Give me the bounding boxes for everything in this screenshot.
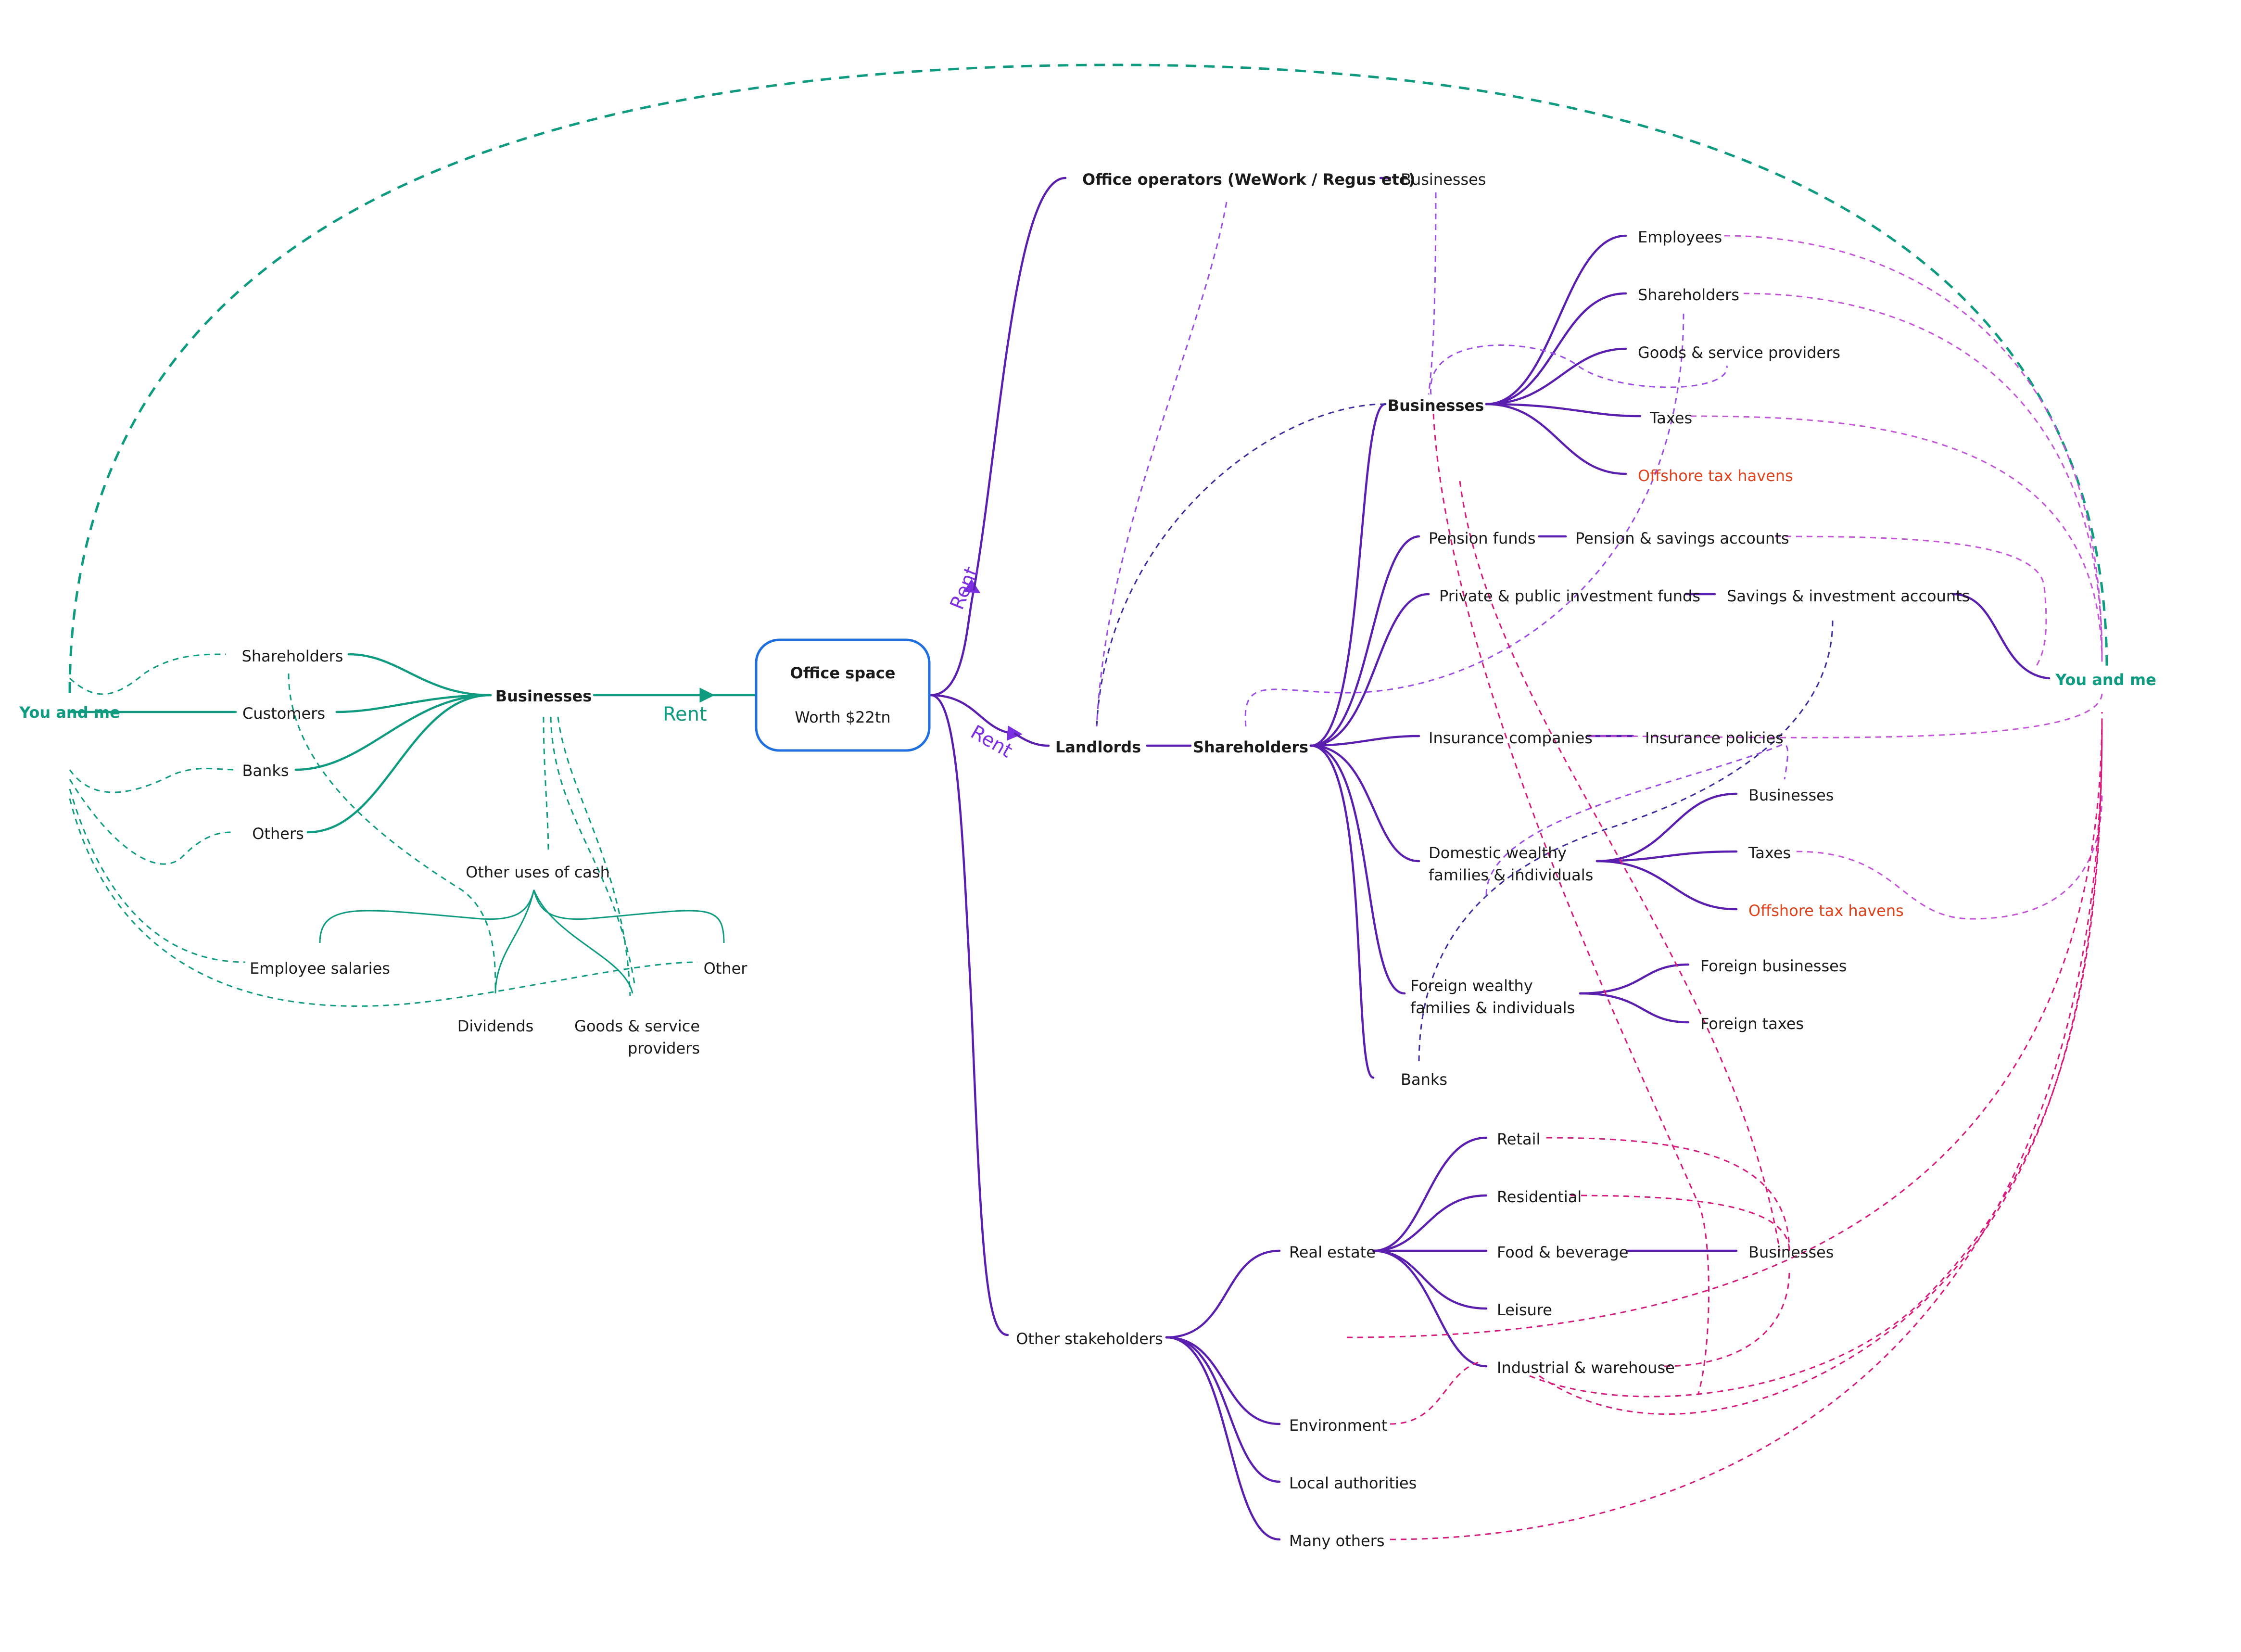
investment-funds[interactable]: Private & public investment funds [1439,587,1700,605]
office-operators[interactable]: Office operators (WeWork / Regus etc) [1082,170,1415,189]
office-space-subtitle: Worth $22tn [795,708,890,726]
landlord-shareholders[interactable]: Shareholders [1193,738,1308,756]
environment[interactable]: Environment [1289,1416,1387,1435]
real-estate[interactable]: Real estate [1289,1243,1376,1261]
left-shareholders[interactable]: Shareholders [242,647,343,665]
leisure[interactable]: Leisure [1497,1301,1552,1319]
residential[interactable]: Residential [1497,1188,1582,1206]
domestic-businesses[interactable]: Businesses [1748,786,1834,804]
left-cluster: You and me Businesses Shareholders Custo… [19,647,747,1057]
food-beverage[interactable]: Food & beverage [1497,1243,1628,1261]
insurance-companies[interactable]: Insurance companies [1429,729,1593,747]
pension-accounts[interactable]: Pension & savings accounts [1575,529,1789,547]
other-stakeholders[interactable]: Other stakeholders [1016,1330,1163,1348]
office-space-title: Office space [790,664,896,682]
left-banks[interactable]: Banks [242,762,289,780]
domestic-offshore[interactable]: Offshore tax havens [1748,902,1904,920]
rent-label-down: Rent [967,721,1016,762]
branch-taxes[interactable]: Taxes [1649,409,1692,427]
goods-service-providers-left-1[interactable]: Goods & service [574,1017,700,1035]
you-and-me-arc [68,64,2108,693]
industrial-warehouse[interactable]: Industrial & warehouse [1497,1359,1675,1377]
rent-label-up: Rent [946,564,983,613]
you-and-me-left[interactable]: You and me [19,703,120,722]
branch-offshore[interactable]: Offshore tax havens [1638,467,1793,485]
domestic-line1[interactable]: Domestic wealthy [1429,844,1567,862]
left-other[interactable]: Other [704,959,748,978]
employee-salaries[interactable]: Employee salaries [250,959,390,978]
branch-shareholders[interactable]: Shareholders [1638,286,1739,304]
insurance-policies[interactable]: Insurance policies [1645,729,1784,747]
many-others[interactable]: Many others [1289,1532,1385,1550]
goods-service-providers-left-2[interactable]: providers [628,1039,700,1057]
domestic-taxes[interactable]: Taxes [1748,844,1791,862]
funds-branch: Pension funds Pension & savings accounts… [1429,529,1970,747]
retail[interactable]: Retail [1497,1130,1540,1148]
dividends[interactable]: Dividends [457,1017,534,1035]
foreign-businesses[interactable]: Foreign businesses [1700,957,1847,975]
left-customers[interactable]: Customers [242,704,325,723]
branch-employees[interactable]: Employees [1638,228,1722,246]
foreign-taxes[interactable]: Foreign taxes [1700,1015,1804,1033]
pension-funds[interactable]: Pension funds [1429,529,1536,547]
connectors [68,64,2108,1541]
branch-businesses[interactable]: Businesses [1388,396,1484,415]
rent-arrow-down [929,694,1023,741]
rent-label-left: Rent [663,703,707,725]
office-operators-businesses[interactable]: Businesses [1401,170,1486,189]
investment-accounts[interactable]: Savings & investment accounts [1727,587,1970,605]
foreign-line1[interactable]: Foreign wealthy [1410,977,1533,995]
domestic-branch: Domestic wealthy families & individuals … [1429,786,1904,920]
local-authorities[interactable]: Local authorities [1289,1474,1417,1492]
you-and-me-right[interactable]: You and me [2055,671,2156,689]
shareholder-banks[interactable]: Banks [1401,1070,1447,1089]
branch-goods-service[interactable]: Goods & service providers [1638,343,1840,362]
foreign-line2[interactable]: families & individuals [1410,999,1575,1017]
domestic-line2[interactable]: families & individuals [1429,866,1593,884]
other-uses-of-cash[interactable]: Other uses of cash [466,863,610,881]
landlords[interactable]: Landlords [1055,738,1141,756]
stakeholders-branch: Other stakeholders Real estate Retail Re… [1016,1130,1834,1550]
office-space-node[interactable]: Office space Worth $22tn [755,638,931,752]
real-estate-businesses[interactable]: Businesses [1748,1243,1834,1261]
office-space-box [755,638,931,752]
businesses-branch: Businesses Employees Shareholders Goods … [1388,228,1840,485]
left-others[interactable]: Others [252,825,304,843]
left-businesses[interactable]: Businesses [495,687,592,705]
foreign-branch: Foreign wealthy families & individuals F… [1410,957,1847,1033]
